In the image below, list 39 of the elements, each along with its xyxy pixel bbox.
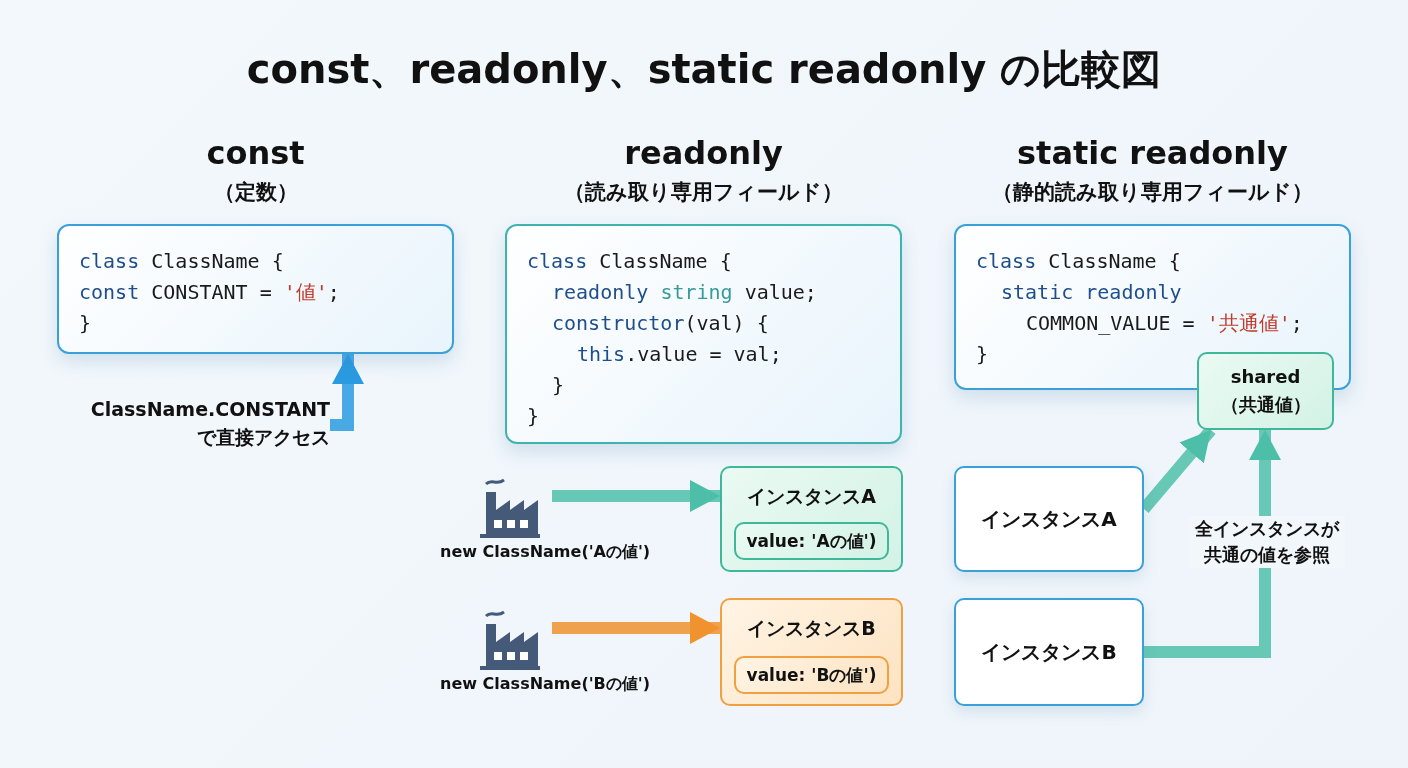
code-line: readonly string value; <box>551 279 818 306</box>
column-subheading: （読み取り専用フィールド） <box>563 179 844 206</box>
edge-label: 全インスタンスが共通の値を参照 <box>1189 516 1345 568</box>
code-line: class ClassName { <box>79 248 285 275</box>
column-heading: const <box>205 134 306 172</box>
code-line: class ClassName { <box>976 248 1182 275</box>
shared-value-text: （共通値） <box>1220 393 1311 417</box>
shared-value-text: shared <box>1230 365 1301 389</box>
arrow <box>330 354 364 431</box>
column-subheading: （定数） <box>212 179 299 206</box>
code-line: class ClassName { <box>527 248 733 275</box>
code-line: constructor(val) { <box>551 310 770 337</box>
code-line: } <box>976 341 990 368</box>
column-subheading: （静的読み取り専用フィールド） <box>991 179 1314 206</box>
column-heading: static readonly <box>1016 134 1289 172</box>
code-line: } <box>551 372 566 399</box>
code-line: this.value = val; <box>576 341 783 368</box>
constructor-call-text: new ClassName('Aの値') <box>440 541 651 563</box>
instance-title: インスタンスA <box>746 484 877 509</box>
shared-value-box <box>1197 352 1334 430</box>
constructor-call-text: new ClassName('Bの値') <box>440 673 650 695</box>
instance-box: インスタンスA <box>954 466 1144 572</box>
instance-card <box>720 598 903 706</box>
code-line: const CONSTANT = '値'; <box>79 279 341 306</box>
arrow <box>552 612 720 644</box>
diagram-title: const、readonly、static readonly の比較図 <box>245 45 1163 94</box>
arrow <box>1144 430 1281 658</box>
value-field: value: 'Bの値') <box>734 656 889 694</box>
value-field: value: 'Aの値') <box>734 522 889 560</box>
instance-title: インスタンスB <box>746 616 877 641</box>
code-line: } <box>79 310 93 337</box>
arrow <box>552 480 720 512</box>
column-heading: readonly <box>623 134 784 172</box>
code-line: COMMON_VALUE = '共通値'; <box>1025 310 1304 337</box>
instance-box: インスタンスB <box>954 598 1144 706</box>
instance-card <box>720 466 903 572</box>
code-line: } <box>527 403 541 430</box>
code-line: static readonly <box>1000 279 1183 306</box>
caption-text: ClassName.CONSTANT で直接アクセス <box>80 395 330 455</box>
